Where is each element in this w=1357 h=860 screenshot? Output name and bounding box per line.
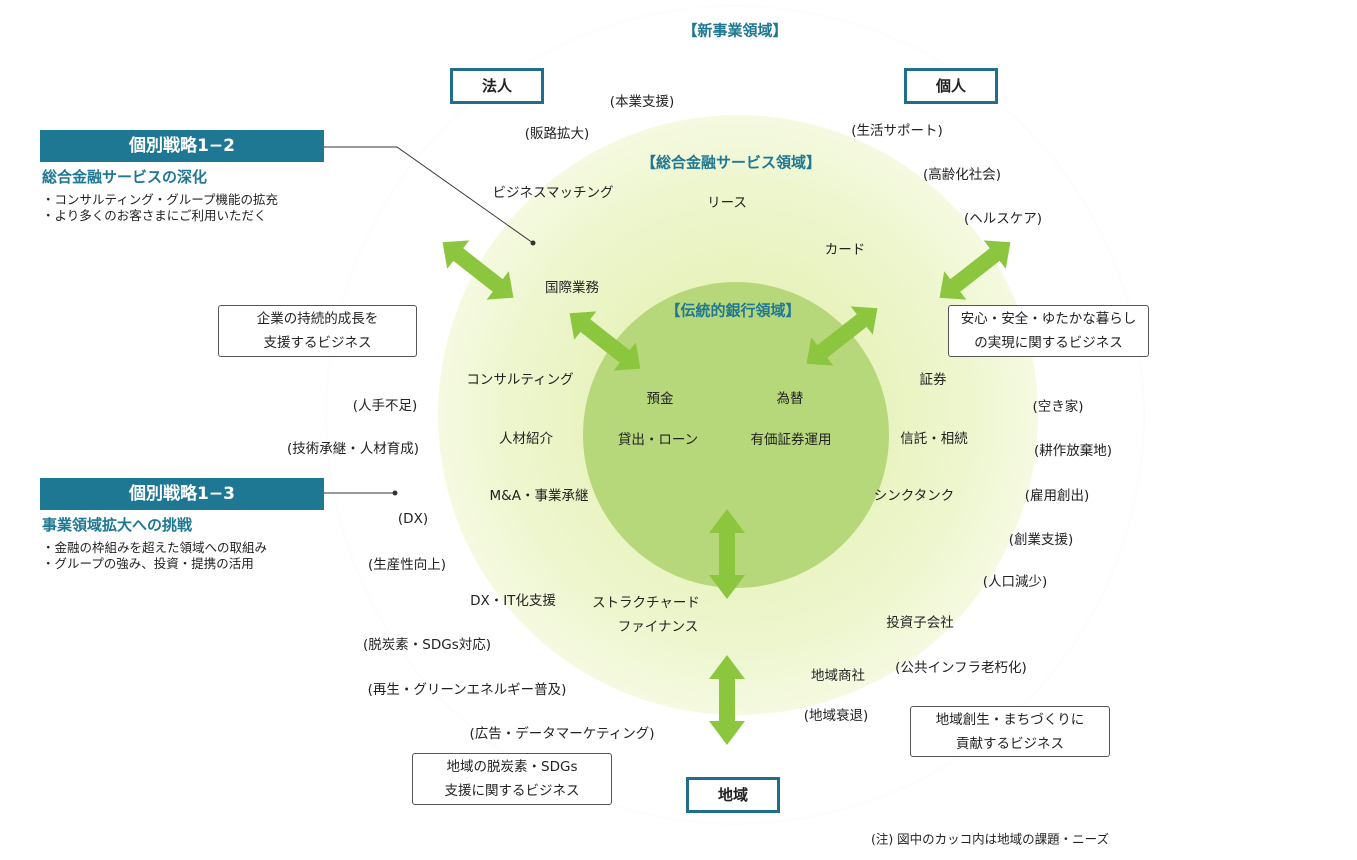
double-arrow-icon [569,311,641,371]
business-box-decarbonization: 地域の脱炭素・SDGs 支援に関するビジネス [412,753,612,805]
service-label: ファイナンス [617,619,699,635]
footnote: (注) 図中のカッコ内は地域の課題・ニーズ [870,831,1110,847]
box-line: 貢献するビジネス [956,736,1064,752]
box-line: 支援に関するビジネス [444,783,580,799]
service-label: リース [707,195,747,211]
banking-label: 有価証券運用 [750,432,832,448]
new-domain-title: 【新事業領域】 [682,21,788,40]
service-label: コンサルティング [466,372,574,388]
box-line: 支援するビジネス [263,335,372,351]
strategy-1-2-header: 個別戦略1−2 [40,130,324,162]
business-box-regional-revitalization: 地域創生・まちづくりに貢献するビジネス [910,706,1110,757]
service-label: シンクタンク [873,488,955,504]
double-arrow-icon [709,509,745,599]
need-label: (地域衰退) [803,708,869,724]
need-label: (本業支援) [609,94,675,110]
banking-label: 預金 [646,391,674,407]
banking-label: 為替 [776,391,804,407]
double-arrow-icon [442,240,514,300]
service-label: ストラクチャード [592,595,700,611]
business-box-corporate-growth: 企業の持続的成長を支援するビジネス [218,305,417,357]
category-corporate: 法人 [450,68,544,104]
strategy-1-3-header: 個別戦略1−3 [40,478,324,510]
need-label: (DX) [397,511,429,527]
need-label: (雇用創出) [1024,488,1090,504]
box-line: 安心・安全・ゆたかな暮らし [960,311,1137,327]
strategy-1-2-subtitle: 総合金融サービスの深化 [42,168,208,186]
box-line: 地域の脱炭素・SDGs [446,759,578,775]
business-box-safe-living: 安心・安全・ゆたかな暮らしの実現に関するビジネス [948,305,1149,357]
need-label: (技術承継・人材育成) [286,441,420,457]
box-line: 地域創生・まちづくりに [935,712,1085,728]
need-label: (人手不足) [352,398,418,414]
need-label: (再生・グリーンエネルギー普及) [367,682,567,698]
strategy-bullet: ・より多くのお客さまにご利用いただく [42,208,267,223]
need-label: (ヘルスケア) [963,211,1043,227]
need-label: (高齢化社会) [922,167,1002,183]
need-label: (広告・データマーケティング) [469,726,655,742]
need-label: (人口減少) [982,574,1048,590]
need-label: (生活サポート) [851,123,943,139]
need-label: (創業支援) [1008,532,1074,548]
service-label: 人材紹介 [499,431,553,447]
box-line: の実現に関するビジネス [974,335,1123,351]
strategy-1-3-subtitle: 事業領域拡大への挑戦 [42,516,193,534]
box-line: 企業の持続的成長を [256,311,379,327]
category-individual: 個人 [904,68,998,104]
service-label: 投資子会社 [886,615,954,631]
double-arrow-icon [806,306,878,366]
service-label: ビジネスマッチング [492,185,614,201]
strategy-bullet: ・金融の枠組みを超えた領域への取組み [42,540,268,555]
need-label: (販路拡大) [524,126,590,142]
service-label: 証券 [919,372,947,388]
strategy-bullet: ・グループの強み、投資・提携の活用 [42,556,254,571]
service-label: M&A・事業承継 [489,488,589,504]
service-label: 国際業務 [545,280,599,296]
need-label: (公共インフラ老朽化) [895,660,1027,676]
traditional-domain-title: 【伝統的銀行領域】 [665,301,801,320]
financial-domain-title: 【総合金融サービス領域】 [640,153,822,172]
double-arrow-icon [709,655,745,745]
need-label: (耕作放棄地) [1033,443,1113,459]
service-label: カード [824,242,866,258]
category-region: 地域 [686,777,780,813]
service-label: 信託・相続 [900,431,968,447]
banking-label: 貸出・ローン [617,432,699,448]
double-arrow-icon [939,240,1011,300]
need-label: (生産性向上) [367,557,447,573]
service-label: 地域商社 [811,668,865,684]
need-label: (脱炭素・SDGs対応) [363,637,491,653]
need-label: (空き家) [1032,399,1084,415]
service-label: DX・IT化支援 [470,593,556,609]
strategy-bullet: ・コンサルティング・グループ機能の拡充 [42,192,279,207]
